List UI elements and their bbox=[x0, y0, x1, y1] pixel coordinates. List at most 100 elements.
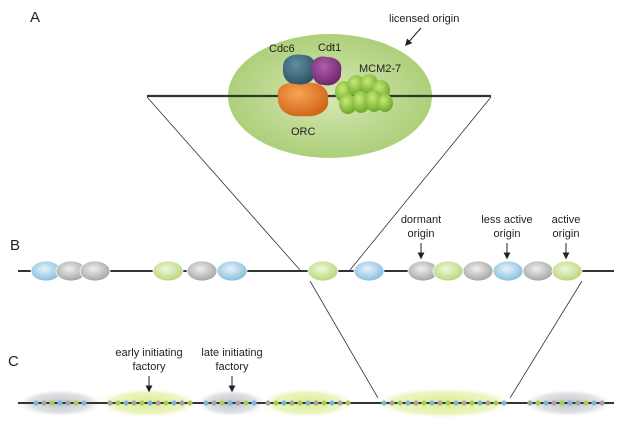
origin-dot bbox=[591, 400, 597, 406]
origin-dot bbox=[203, 400, 209, 406]
origin-dot bbox=[337, 400, 343, 406]
origin-dot bbox=[73, 400, 79, 406]
origin-dot bbox=[477, 400, 483, 406]
cdc6-protein bbox=[282, 54, 316, 85]
origin-dot bbox=[107, 400, 113, 406]
origin-dot bbox=[321, 400, 327, 406]
label-active-origin-line2: origin bbox=[553, 228, 580, 240]
origin-dot bbox=[219, 400, 225, 406]
origin-blue bbox=[492, 260, 524, 282]
origin-dot bbox=[297, 400, 303, 406]
origin-dot bbox=[211, 400, 217, 406]
origin-dot bbox=[453, 400, 459, 406]
origins-row-b bbox=[30, 260, 583, 282]
label-early-factory-line2: factory bbox=[132, 361, 166, 373]
zoom-line-a-left bbox=[146, 96, 301, 271]
panel-label-b: B bbox=[10, 237, 20, 254]
origin-dot bbox=[313, 400, 319, 406]
origin-dot bbox=[187, 400, 193, 406]
origin-dot bbox=[535, 400, 541, 406]
origin-green bbox=[432, 260, 464, 282]
origin-dot bbox=[421, 400, 427, 406]
label-early-factory-line1: early initiating bbox=[115, 347, 182, 359]
origin-dot bbox=[163, 400, 169, 406]
origin-dot bbox=[583, 400, 589, 406]
panel-label-a: A bbox=[30, 9, 40, 26]
origin-dot bbox=[501, 400, 507, 406]
label-active-origin-line1: active bbox=[552, 214, 581, 226]
origin-dot bbox=[147, 400, 153, 406]
origin-grey bbox=[522, 260, 554, 282]
origin-green bbox=[152, 260, 184, 282]
cdt1-protein bbox=[311, 56, 342, 86]
origin-green bbox=[307, 260, 339, 282]
origin-dot bbox=[115, 400, 121, 406]
origin-dot bbox=[551, 400, 557, 406]
origin-dot bbox=[397, 400, 403, 406]
origin-dot bbox=[281, 400, 287, 406]
origin-dots-c bbox=[33, 400, 605, 406]
orc-complex bbox=[277, 82, 329, 117]
origin-dot bbox=[33, 400, 39, 406]
origin-dot bbox=[389, 400, 395, 406]
label-less-active-origin-line1: less active bbox=[481, 214, 532, 226]
label-late-factory-line2: factory bbox=[215, 361, 249, 373]
label-dormant-origin-line2: origin bbox=[408, 228, 435, 240]
label-late-factory-line1: late initiating bbox=[201, 347, 262, 359]
origin-dot bbox=[65, 400, 71, 406]
origin-dot bbox=[171, 400, 177, 406]
zoom-line-a-right bbox=[349, 96, 492, 271]
origin-dot bbox=[273, 400, 279, 406]
origin-dot bbox=[57, 400, 63, 406]
label-dormant-origin-line1: dormant bbox=[401, 214, 441, 226]
origin-dot bbox=[485, 400, 491, 406]
origin-dot bbox=[461, 400, 467, 406]
label-orc: ORC bbox=[291, 126, 316, 138]
origin-dot bbox=[429, 400, 435, 406]
origin-green bbox=[551, 260, 583, 282]
label-less-active-origin-line2: origin bbox=[494, 228, 521, 240]
origin-grey bbox=[186, 260, 218, 282]
label-cdc6: Cdc6 bbox=[269, 43, 295, 55]
label-mcm2-7: MCM2-7 bbox=[359, 63, 401, 75]
origin-dot bbox=[437, 400, 443, 406]
label-cdt1: Cdt1 bbox=[318, 42, 341, 54]
origin-dot bbox=[405, 400, 411, 406]
origin-dot bbox=[81, 400, 87, 406]
mcm2-7-complex bbox=[335, 74, 393, 114]
origin-dot bbox=[413, 400, 419, 406]
origin-dot bbox=[305, 400, 311, 406]
origin-blue bbox=[353, 260, 385, 282]
origin-dot bbox=[469, 400, 475, 406]
origin-dot bbox=[445, 400, 451, 406]
panel-label-c: C bbox=[8, 353, 19, 370]
origin-dot bbox=[493, 400, 499, 406]
origin-dot bbox=[243, 400, 249, 406]
origin-dot bbox=[265, 400, 271, 406]
zoom-line-b-right bbox=[509, 280, 583, 399]
origin-grey bbox=[79, 260, 111, 282]
origin-dot bbox=[235, 400, 241, 406]
origin-dot bbox=[599, 400, 605, 406]
origin-dot bbox=[49, 400, 55, 406]
origin-dot bbox=[345, 400, 351, 406]
licensed-origin-arrow bbox=[405, 27, 422, 47]
origin-dot bbox=[131, 400, 137, 406]
zoom-line-b-left bbox=[309, 280, 379, 399]
origin-blue bbox=[216, 260, 248, 282]
origin-dot bbox=[527, 400, 533, 406]
origin-dot bbox=[289, 400, 295, 406]
origin-dot bbox=[155, 400, 161, 406]
origin-grey bbox=[462, 260, 494, 282]
origin-dot bbox=[559, 400, 565, 406]
label-licensed-origin: licensed origin bbox=[389, 13, 459, 25]
origin-dot bbox=[329, 400, 335, 406]
origin-dot bbox=[41, 400, 47, 406]
origin-dot bbox=[575, 400, 581, 406]
origin-dot bbox=[251, 400, 257, 406]
origin-dot bbox=[139, 400, 145, 406]
origin-dot bbox=[567, 400, 573, 406]
origin-dot bbox=[123, 400, 129, 406]
